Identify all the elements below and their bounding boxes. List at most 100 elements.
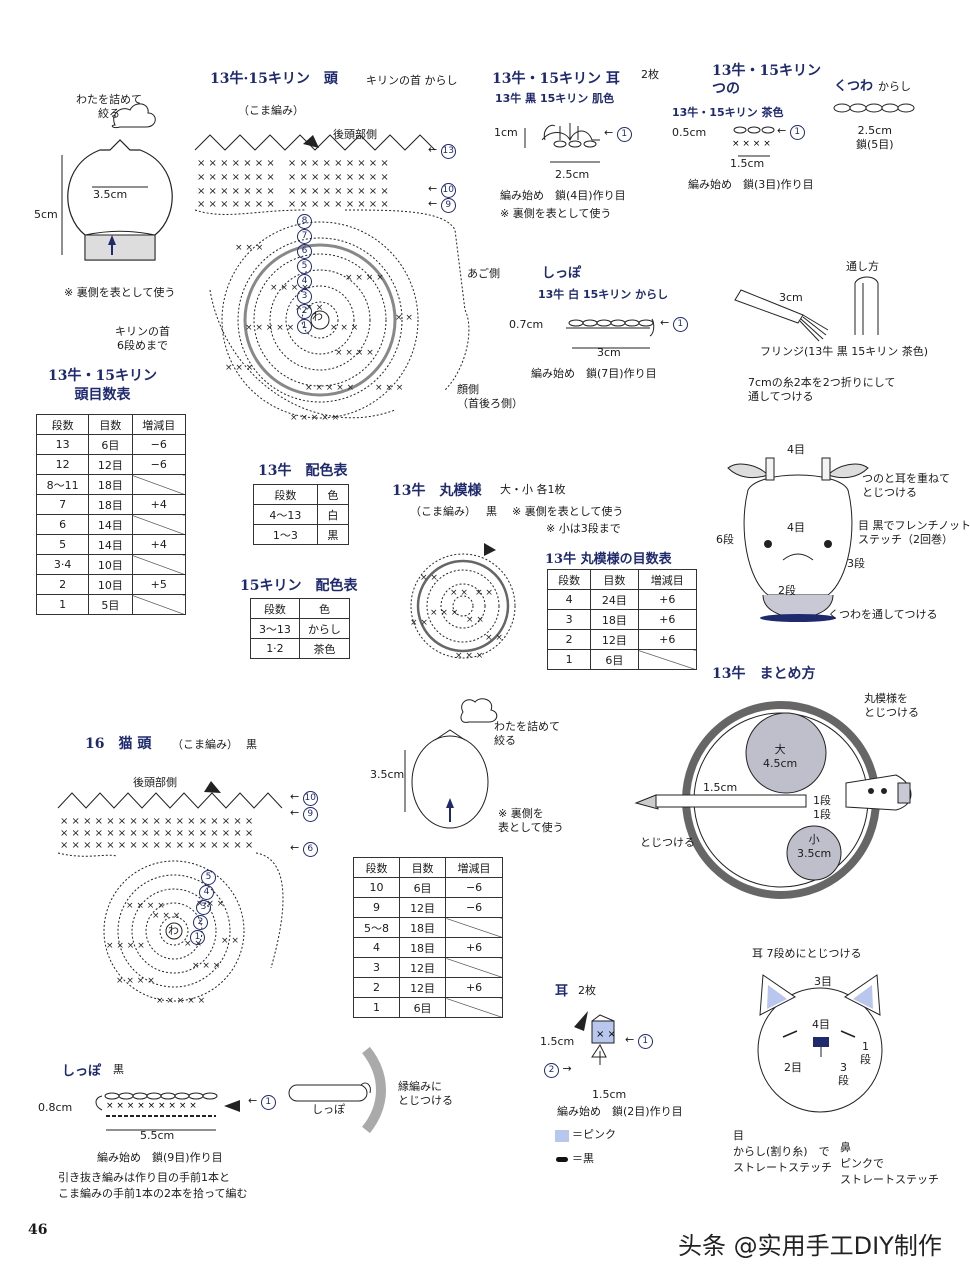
cat-tail-color: 黒: [113, 1063, 124, 1076]
cat-height-label: 3.5cm: [370, 768, 405, 781]
cat-head-center: わ: [168, 924, 179, 937]
spots-chart: × ×× × × × ×× × × ×× × × ×× × ×: [410, 543, 516, 661]
cat-stuffed-drawing: [404, 698, 498, 829]
svg-text:× × × × ×: × × × × ×: [245, 323, 294, 333]
head1-stuff-label: わたを詰めて 絞る: [76, 93, 142, 121]
cat-ear-title: 耳: [555, 984, 569, 999]
head1-reverse-note: ※ 裏側を表として使う: [64, 286, 176, 299]
svg-text:× ×: × ×: [420, 573, 438, 583]
assembly-tail-dim: 1.5cm: [703, 781, 738, 794]
cat-tail-note: 引き抜き編みは作り目の手前1本と こま編みの手前1本の2本を拾って編む: [58, 1171, 248, 1200]
assembly-spot-note: 丸模様を とじつける: [864, 692, 919, 720]
cat-head-title: 16 猫 頭: [85, 736, 152, 752]
svg-text:× ×: × ×: [596, 1029, 616, 1040]
cat-ear-count: 2枚: [578, 984, 596, 997]
horn-chart: × × × ×: [732, 126, 775, 157]
cat-stuff-label: わたを詰めて 絞る: [494, 720, 560, 748]
svg-text:× ×: × ×: [485, 633, 503, 643]
ear-title: 13牛・15キリン 耳: [492, 71, 620, 87]
tail1-start: 編み始め 鎖(7目)作り目: [531, 367, 657, 380]
head1-chart: × × × × × × × × × × × × × × × × × × × × …: [194, 134, 470, 423]
head1-center: わ: [312, 310, 323, 323]
head1-jaw-label: あご側: [467, 267, 500, 280]
horn-colors: 13牛・15キリン 茶色: [672, 106, 784, 119]
svg-text:× × × ×: × × × ×: [270, 283, 309, 293]
cat-head-color: 黒: [246, 738, 257, 751]
cow-face-right: 3段: [847, 557, 865, 570]
assembly-title: 13牛 まとめ方: [712, 666, 816, 682]
svg-text:× × ×: × × ×: [330, 323, 358, 333]
spots-note2: ※ 小は3段まで: [546, 522, 621, 535]
black-swatch-icon: [556, 1157, 568, 1162]
page-number: 46: [28, 1222, 48, 1238]
fringe-drawing: [734, 276, 879, 342]
assembly-row2: 1段: [813, 808, 831, 821]
cat-tail-start-marker: ← 1: [248, 1094, 276, 1110]
svg-text:× × × × × × × × × × × × × × ×: × × × × × × × × × × × × × × × ×: [197, 186, 389, 197]
cow-face-bottom: 2段: [778, 584, 796, 597]
svg-text:× × × ×: × × × ×: [106, 941, 145, 951]
head1-inner-row-6: 6: [297, 244, 312, 259]
ear-note: ※ 裏側を表として使う: [500, 207, 612, 220]
cat-ear-chart: × ×: [574, 1011, 616, 1065]
svg-text:× × × × × × × × × × × × × × ×: × × × × × × × × × × × × × × × × ×: [60, 828, 253, 839]
svg-text:× × ×: × × ×: [375, 383, 403, 393]
cat-reverse-note: ※ 裏側を 表として使う: [498, 807, 564, 835]
head1-inner-row-5: 5: [297, 259, 312, 274]
cat-head-back-label: 後頭部側: [133, 776, 177, 789]
svg-text:× × × ×: × × × ×: [116, 976, 155, 986]
cat-tail-edge-note: 縁編みに とじつける: [398, 1080, 453, 1108]
cat-ear-legend-pink: ＝ピンク: [572, 1128, 616, 1141]
cat-tail-dim-h: 0.8cm: [38, 1101, 73, 1114]
cat-ear-dim-h: 1.5cm: [540, 1035, 575, 1048]
fringe-through-label: 通し方: [846, 260, 879, 273]
cat-face-nose-note: 鼻 ピンクで ストレートステッチ: [840, 1141, 939, 1186]
cat-head-chart: × × × × × × × × × × × × × × × × × × × × …: [57, 781, 284, 1006]
head1-row-9-marker: ← 9: [428, 197, 456, 213]
cat-face-drawing: [757, 974, 883, 1113]
cat-ear-step1: ← 1: [625, 1033, 653, 1049]
cow-face-top: 4目: [787, 443, 805, 456]
svg-text:× × × × ×: × × × × ×: [156, 996, 205, 1006]
head1-stuffed-drawing: [61, 103, 173, 261]
svg-text:× × × × × × × × ×: × × × × × × × × ×: [106, 1101, 197, 1111]
head1-height-label: 5cm: [34, 208, 58, 221]
svg-text:× × × × × × × × × × × × × × ×: × × × × × × × × × × × × × × × ×: [197, 199, 389, 210]
assembly-drawing: [634, 701, 912, 899]
head1-row-10-marker: ← 10: [428, 182, 456, 198]
cat-row-6-marker: ← 6: [290, 841, 318, 857]
head-table-title: 13牛・15キリン 頭目数表: [48, 368, 157, 403]
cat-inner-row-5: 5: [201, 870, 216, 885]
ear-dim-h: 1cm: [494, 126, 518, 139]
cat-face-r2: 2目: [784, 1061, 802, 1074]
head1-face-label: 顔側 （首後ろ側）: [457, 383, 523, 411]
cat-head-stitch: （こま編み）: [172, 738, 238, 751]
horn-dim-h: 0.5cm: [672, 126, 707, 139]
spots-color: 黒: [486, 505, 497, 518]
fringe-dim: 3cm: [779, 291, 803, 304]
head1-neck-label: キリンの首 6段めまで: [115, 325, 170, 353]
cat-tail-start: 編み始め 鎖(9目)作り目: [97, 1151, 223, 1164]
bridle-color: からし: [878, 80, 911, 93]
ear-chart: [524, 123, 600, 163]
head1-width-label: 3.5cm: [93, 188, 128, 201]
color13-title: 13牛 配色表: [258, 463, 348, 479]
horn-start-marker: ← 1: [777, 124, 805, 140]
cat-tail-label: しっぽ: [312, 1103, 345, 1116]
ear-start: 編み始め 鎖(4目)作り目: [500, 189, 626, 202]
bridle-dim: 2.5cm 鎖(5目): [856, 124, 894, 152]
bridle-chart: [833, 103, 915, 113]
horn-start: 編み始め 鎖(3目)作り目: [688, 178, 814, 191]
spots-size: 大・小 各1枚: [500, 483, 566, 496]
svg-text:× ×: × ×: [466, 615, 484, 625]
cat-ear-dim-w: 1.5cm: [592, 1088, 627, 1101]
cat-tail-dim-w: 5.5cm: [140, 1129, 175, 1142]
svg-text:× ×: × ×: [450, 588, 468, 598]
svg-text:× × ×: × × ×: [235, 243, 263, 253]
